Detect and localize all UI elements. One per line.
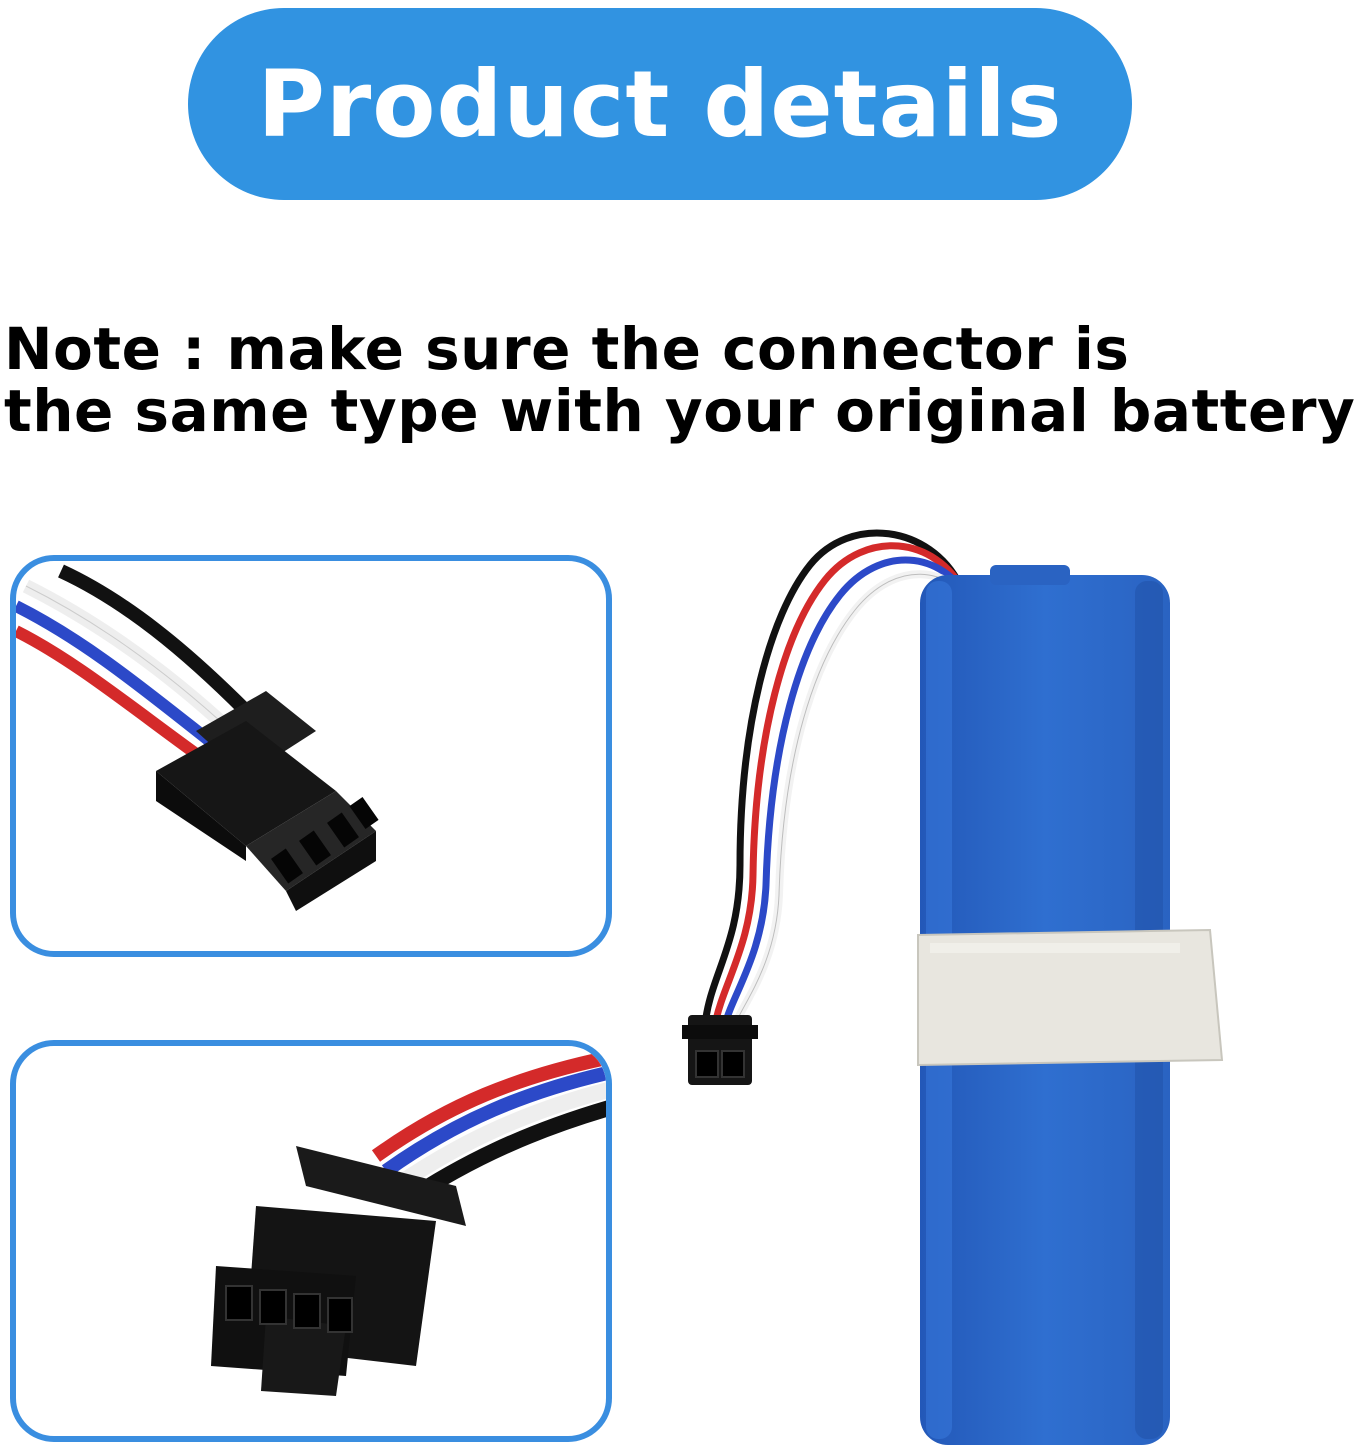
connector-note: Note : make sure the connector is the sa… [4, 318, 1362, 442]
note-line-1: Note : make sure the connector is [4, 315, 1130, 383]
note-line-2: the same type with your original battery [4, 377, 1356, 445]
connector-closeup-top-panel [10, 555, 612, 957]
connector-top-image [16, 564, 379, 911]
title-banner: Product details [188, 8, 1132, 200]
battery-pack-image [630, 505, 1362, 1447]
page-title: Product details [257, 50, 1063, 158]
connector-front-image [211, 1050, 606, 1396]
connector-closeup-bottom-panel [10, 1040, 612, 1442]
